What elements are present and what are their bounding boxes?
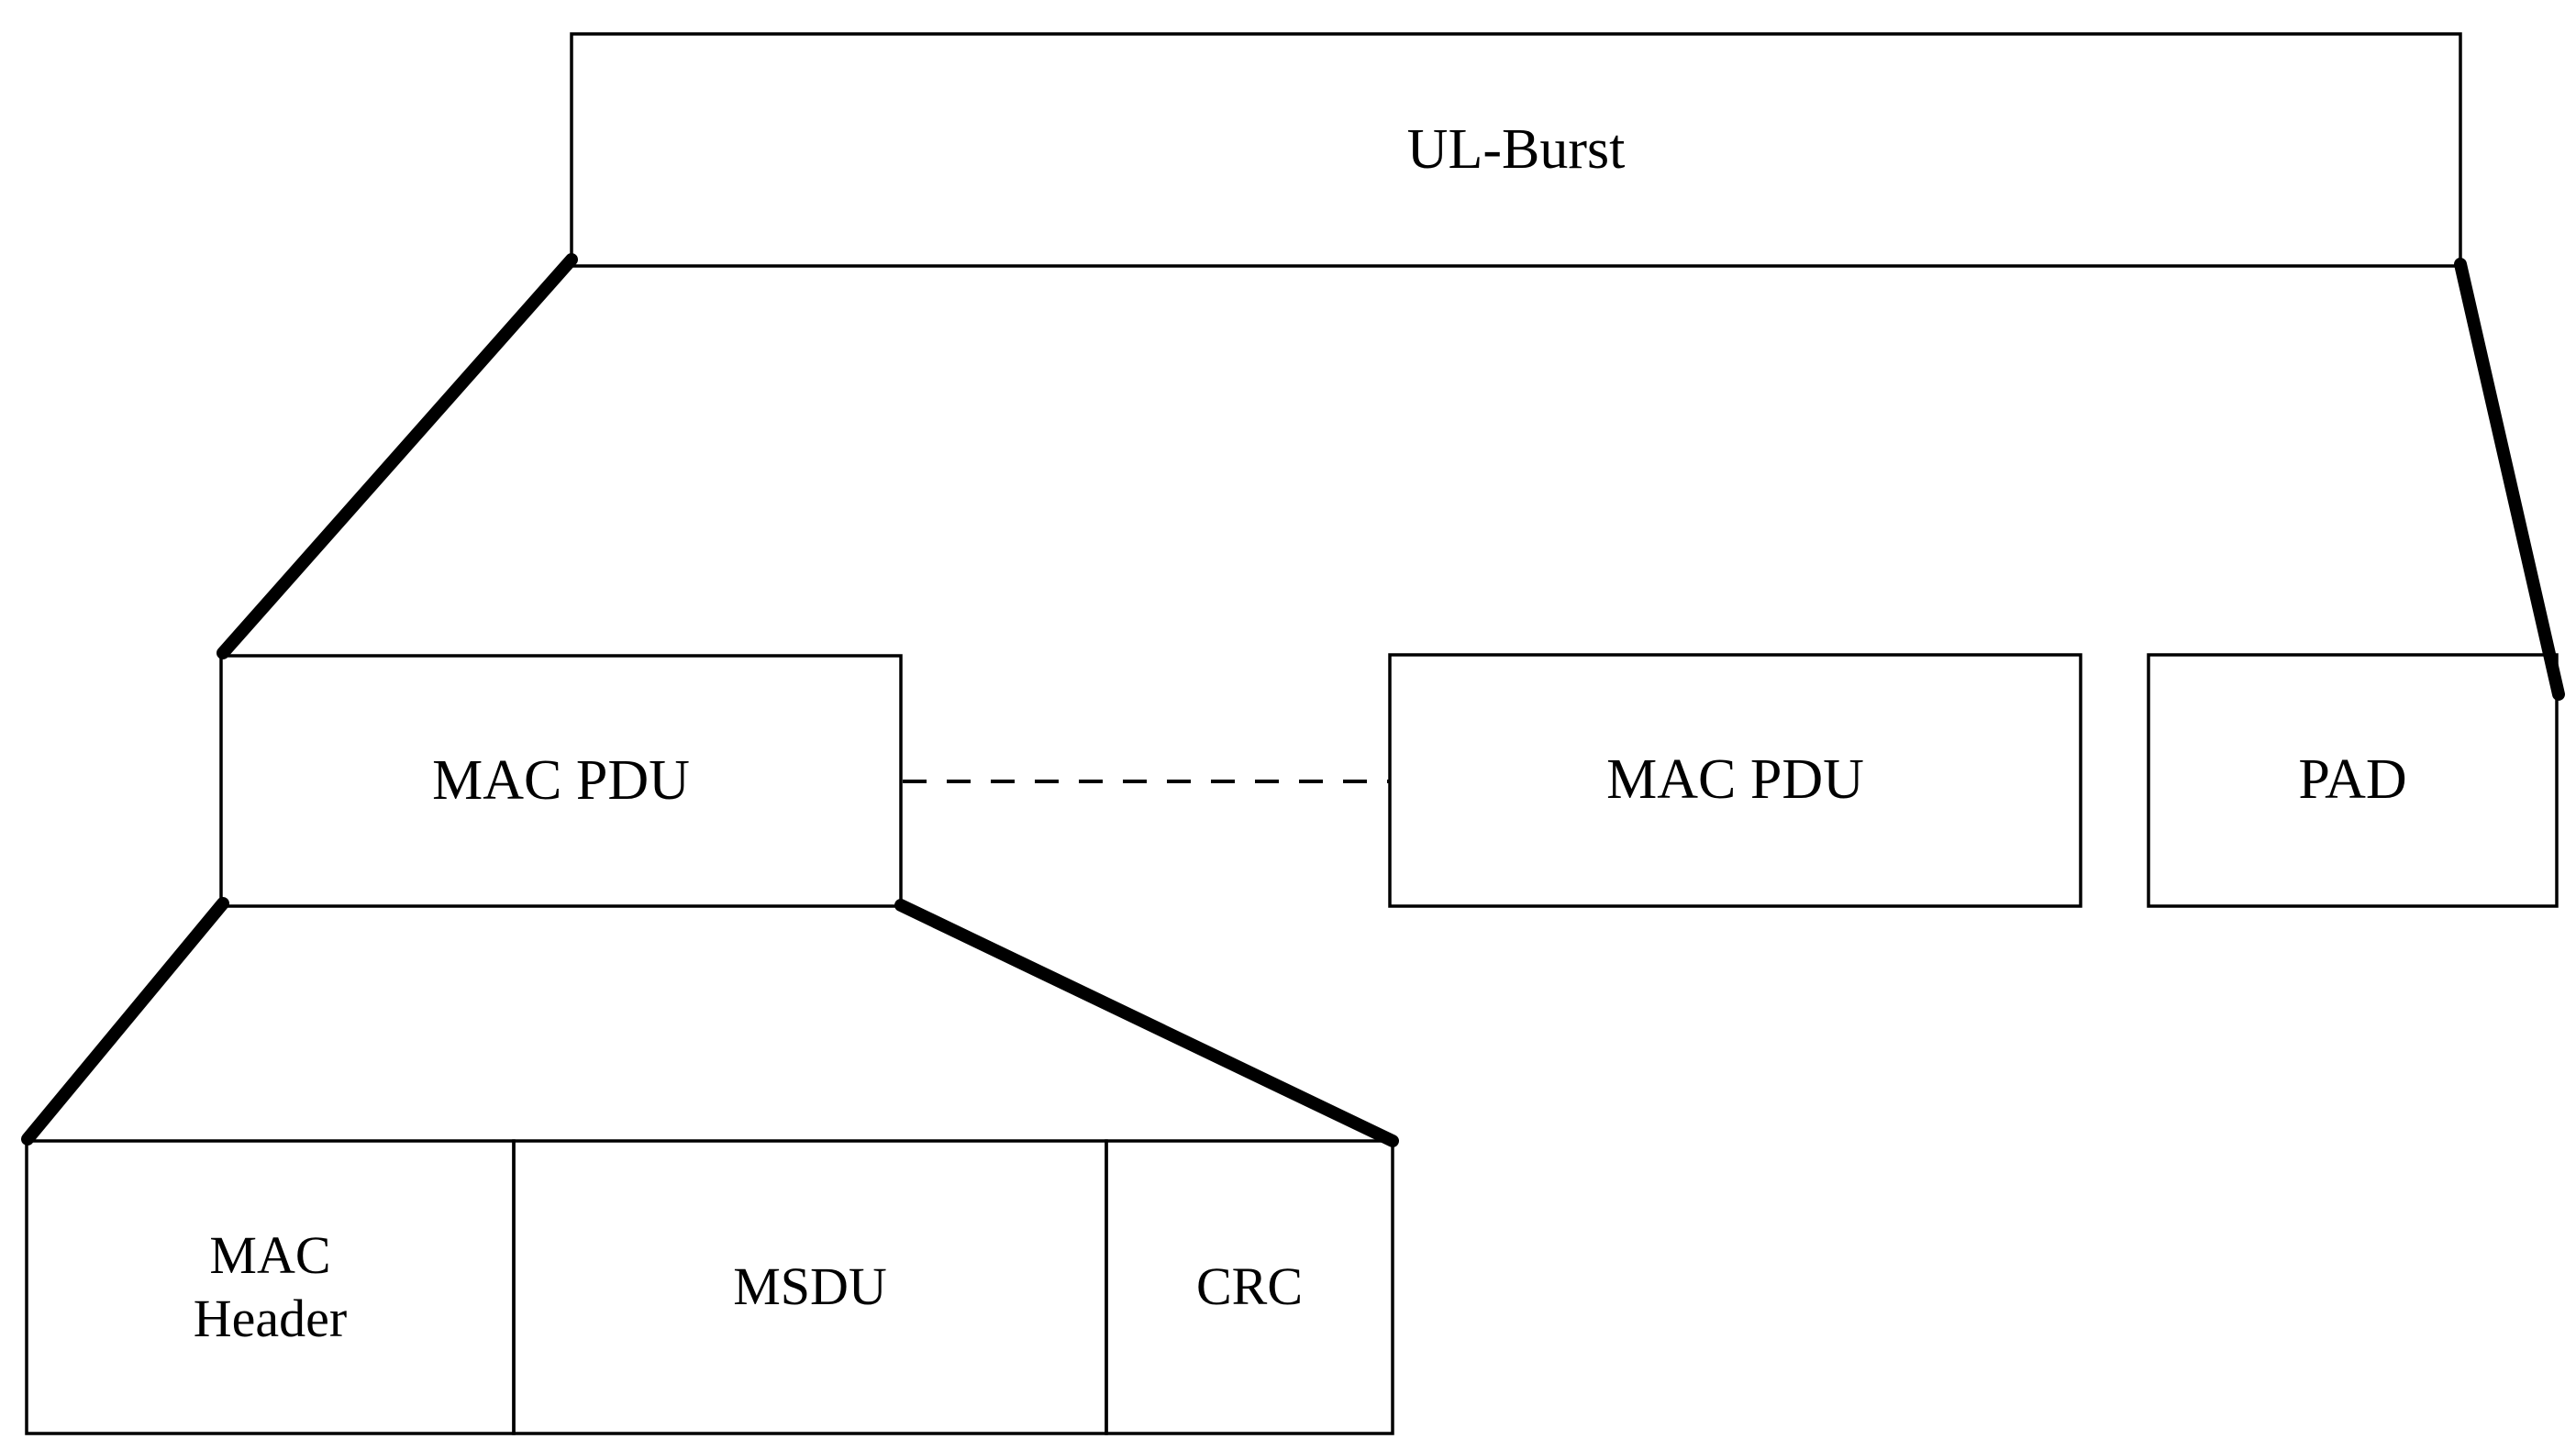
- box-crc[interactable]: [1105, 1139, 1394, 1435]
- box-mac-pdu-1[interactable]: [219, 654, 903, 908]
- box-mac-pdu-n[interactable]: [1388, 653, 2082, 908]
- box-pad[interactable]: [2147, 653, 2559, 908]
- box-msdu[interactable]: [512, 1139, 1108, 1435]
- connector-ul-burst-to-mac-pdu-1: [217, 253, 578, 659]
- box-ul-burst[interactable]: [570, 32, 2462, 268]
- connector-mac-pdu-1-to-crc: [894, 899, 1399, 1147]
- box-mac-header[interactable]: [25, 1139, 516, 1435]
- connector-mac-pdu-1-to-mac-header: [21, 897, 229, 1146]
- connector-ul-burst-to-pad: [2454, 258, 2565, 701]
